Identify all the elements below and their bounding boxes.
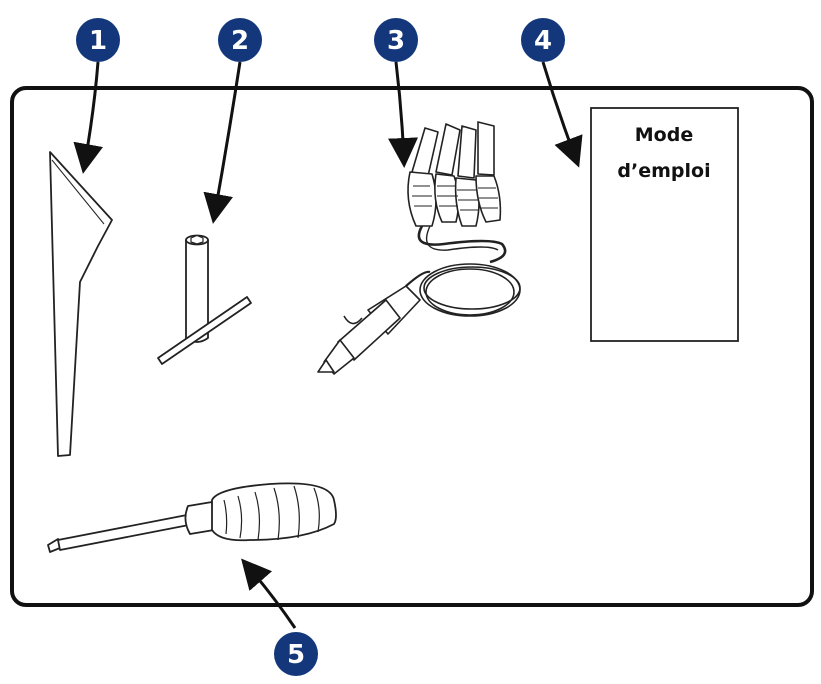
manual-title-line2: d’emploi [617, 160, 710, 182]
arrow-1 [73, 61, 103, 174]
callout-label: 5 [287, 640, 305, 670]
callout-arrows [73, 61, 583, 629]
callout-3: 3 [374, 18, 418, 62]
callout-label: 4 [534, 26, 552, 56]
arrow-3 [388, 61, 419, 168]
t-wrench [157, 234, 252, 365]
arrow-5 [241, 558, 297, 629]
callout-1: 1 [76, 18, 120, 62]
callout-label: 2 [231, 26, 249, 56]
callout-label: 1 [89, 26, 107, 56]
manual-title-line1: Mode [635, 124, 693, 146]
callout-2: 2 [218, 18, 262, 62]
instruction-manual: Mode d’emploi [590, 107, 739, 342]
nozzle-tool [49, 151, 113, 457]
callout-4: 4 [521, 18, 565, 62]
arrow-4 [541, 61, 583, 168]
arrow-2 [203, 61, 242, 224]
callout-label: 3 [387, 26, 405, 56]
power-cable-kit [317, 121, 521, 375]
screwdriver [47, 482, 337, 553]
kit-frame [10, 86, 814, 607]
callout-5: 5 [274, 632, 318, 676]
